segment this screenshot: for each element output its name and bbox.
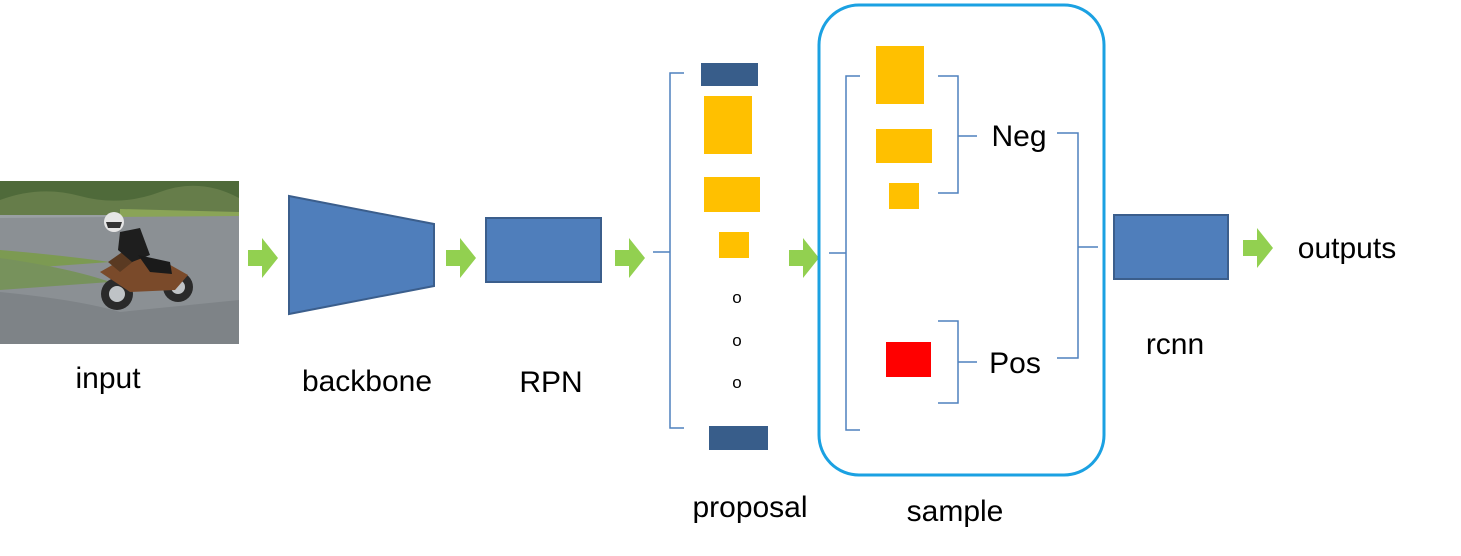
pos-label: Pos (989, 347, 1041, 380)
proposal-box (719, 232, 749, 258)
neg-sample-box (889, 183, 919, 209)
merge-bracket (1057, 132, 1098, 359)
ellipsis-dot: o (732, 373, 741, 392)
proposal-bracket (653, 72, 684, 429)
neg-sample-box (876, 129, 932, 163)
green-right-arrow-icon (789, 238, 819, 278)
proposal-box (709, 426, 768, 450)
backbone-label: backbone (302, 365, 432, 398)
green-right-arrow-icon (446, 238, 476, 278)
rcnn-label: rcnn (1146, 328, 1204, 361)
sample-bracket (829, 75, 860, 431)
input-label: input (75, 362, 141, 395)
proposal-box (704, 177, 760, 212)
ellipsis-dot: o (732, 288, 741, 307)
green-right-arrow-icon (248, 238, 278, 278)
green-right-arrow-icon (615, 238, 645, 278)
rcnn-block (1113, 214, 1229, 280)
pos-sample-box (886, 342, 931, 377)
proposal-box (704, 96, 752, 154)
proposal-label: proposal (692, 491, 807, 524)
outputs-label: outputs (1298, 232, 1396, 265)
neg-label: Neg (991, 120, 1046, 153)
input-image (0, 181, 239, 344)
sample-frame (817, 3, 1106, 477)
ellipsis-dot: o (732, 331, 741, 350)
rpn-block (485, 217, 602, 283)
proposal-box (701, 63, 758, 86)
pos-bracket (938, 320, 977, 404)
green-right-arrow-icon (1243, 228, 1273, 268)
backbone-block (288, 194, 435, 316)
rpn-label: RPN (519, 366, 582, 399)
sample-label: sample (907, 495, 1004, 528)
neg-sample-box (876, 46, 924, 104)
neg-bracket (938, 75, 977, 194)
